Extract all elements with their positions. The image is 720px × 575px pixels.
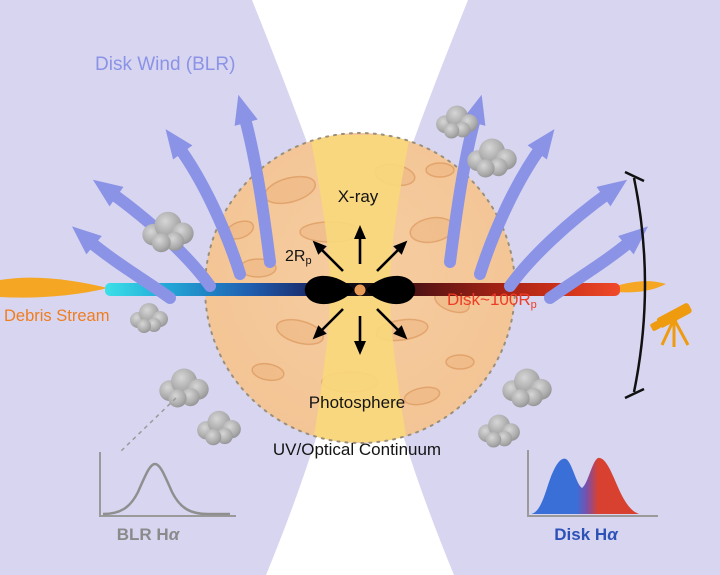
- wind-arrow: [71, 226, 176, 304]
- black-hole-core: [354, 284, 366, 296]
- debris-stream-right: [616, 281, 666, 293]
- blr-ha-axes: [99, 452, 236, 517]
- blr-ha-plot: BLR Hα: [99, 452, 236, 544]
- blr-ha-label: BLR Hα: [117, 525, 181, 544]
- observer-view: [624, 170, 692, 400]
- arc-cap-top: [624, 170, 645, 183]
- disk-ha-plot: Disk Hα: [527, 450, 658, 544]
- wind-arrow: [474, 129, 555, 280]
- wind-arrow: [234, 94, 276, 268]
- viewing-arc: [632, 177, 647, 393]
- photosphere-label: Photosphere: [309, 393, 405, 412]
- uv-optical-label: UV/Optical Continuum: [273, 440, 441, 459]
- wind-arrow: [504, 179, 628, 292]
- xray-label: X-ray: [338, 187, 379, 206]
- disk-ha-curve: [531, 457, 639, 514]
- wind-arrow: [165, 129, 246, 280]
- arc-cap-bottom: [624, 387, 645, 400]
- disk-wind-label: Disk Wind (BLR): [95, 54, 235, 75]
- xray-arrows: [312, 225, 408, 355]
- debris-stream-left: [0, 277, 108, 298]
- telescope-icon: [650, 303, 692, 347]
- inner-disk-left-lobe: [304, 275, 354, 305]
- disk-wind-arrows: [71, 94, 649, 304]
- radius-2rp-label: 2Rp: [285, 248, 312, 267]
- blr-ha-curve: [102, 462, 230, 516]
- disk-size-label: Disk~100Rp: [447, 290, 537, 311]
- cloud-callout-line: [119, 397, 177, 453]
- debris-stream-label: Debris Stream: [4, 307, 109, 325]
- wind-arrow: [544, 226, 649, 304]
- disk-ha-axes: [527, 450, 658, 517]
- inner-disk-right-lobe: [366, 275, 416, 305]
- disk-ha-label: Disk Hα: [554, 525, 619, 544]
